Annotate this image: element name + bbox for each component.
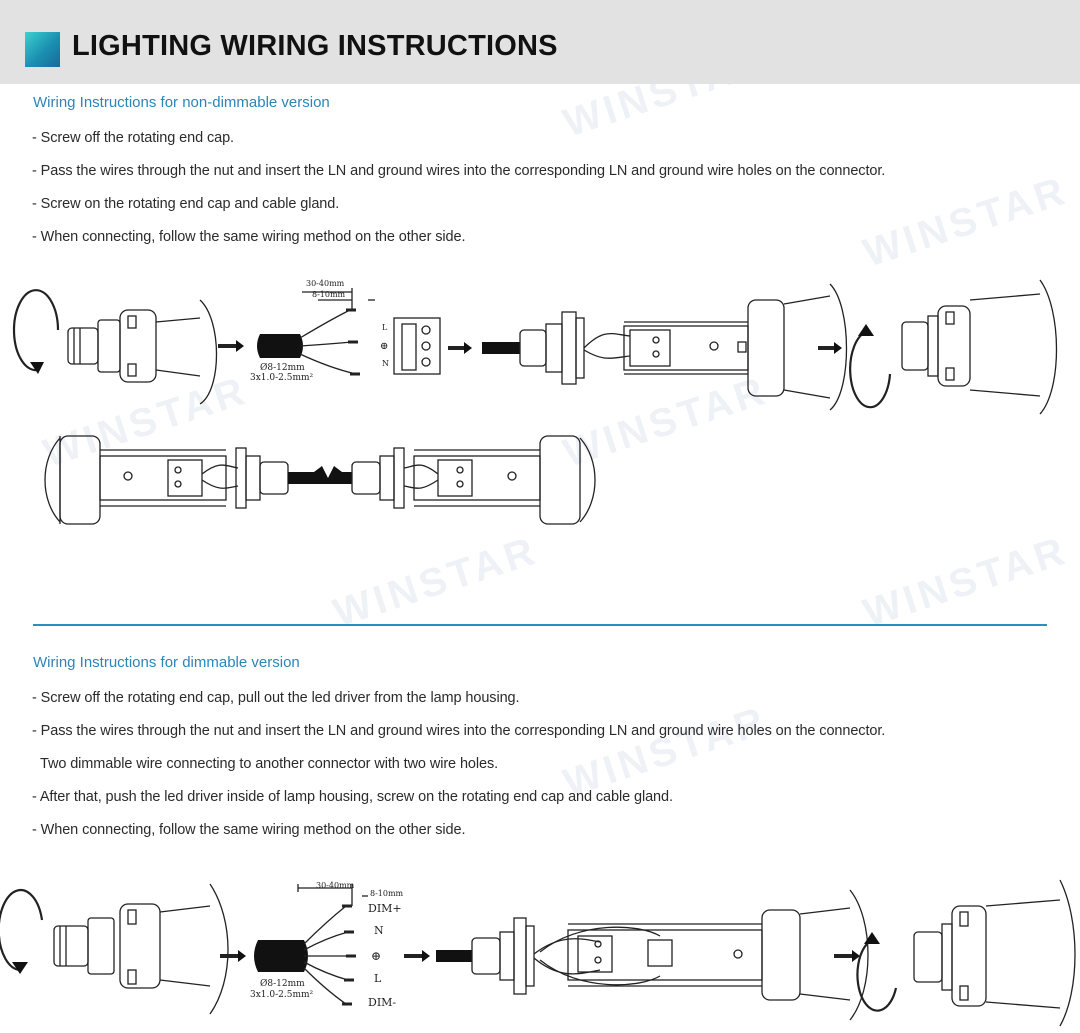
cable-gland-lamp-illustration — [482, 283, 848, 411]
stripped-dim-cable-illustration — [254, 884, 368, 1006]
rotate-cw-icon — [856, 932, 898, 1012]
cable-diameter-label: Ø8-12mm — [260, 362, 305, 373]
rotate-ccw-icon — [0, 888, 44, 974]
closed-end-cap-illustration — [913, 879, 1076, 1027]
section-title-dimmable: Wiring Instructions for dimmable version — [33, 654, 300, 671]
step-text: - When connecting, follow the same wirin… — [32, 229, 466, 245]
ground-symbol-icon: ⊕ — [380, 341, 388, 352]
closed-end-cap-illustration — [901, 279, 1058, 415]
section-divider — [33, 624, 1047, 626]
step-text: - When connecting, follow the same wirin… — [32, 822, 466, 838]
wire-label-dim-minus: DIM- — [368, 996, 396, 1009]
end-cap-illustration — [67, 299, 218, 405]
dimmable-driver-illustration — [436, 889, 869, 1021]
watermark: WINSTAR — [858, 528, 1074, 636]
rotate-cw-icon — [849, 324, 892, 409]
terminal-label-n: N — [382, 359, 389, 368]
header-accent-square — [25, 32, 60, 67]
ground-symbol-icon: ⊕ — [371, 949, 381, 963]
step-text: - Screw on the rotating end cap and cabl… — [32, 196, 340, 212]
dimension-label-strip-end: 8-10mm — [370, 889, 404, 898]
terminal-block-illustration — [393, 317, 441, 375]
wire-label-n: N — [374, 924, 384, 937]
watermark: WINSTAR — [858, 168, 1074, 276]
terminal-label-l: L — [382, 323, 388, 332]
page-title: LIGHTING WIRING INSTRUCTIONS — [72, 30, 558, 62]
section-title-non-dimmable: Wiring Instructions for non-dimmable ver… — [33, 94, 330, 111]
step-text: - Screw off the rotating end cap. — [32, 130, 234, 146]
cable-diameter-label: Ø8-12mm — [260, 978, 305, 989]
page-header: LIGHTING WIRING INSTRUCTIONS — [0, 0, 1080, 84]
step-text: - Pass the wires through the nut and ins… — [32, 163, 886, 179]
wire-label-dim-plus: DIM+ — [368, 902, 402, 915]
dimension-label-strip-end: 8-10mm — [312, 290, 346, 299]
step-text: - After that, push the led driver inside… — [32, 789, 673, 805]
wire-label-l: L — [374, 972, 382, 985]
end-cap-illustration — [53, 883, 229, 1015]
non-dimmable-wiring-diagram: 30-40mm 8-10mm Ø8-12mm 3x1.0-2.5mm² L ⊕ … — [12, 279, 1058, 525]
rotate-ccw-icon — [12, 289, 60, 374]
step-text: Two dimmable wire connecting to another … — [40, 756, 499, 772]
dimension-label-strip-length: 30-40mm — [306, 279, 345, 288]
watermark: WINSTAR — [328, 528, 544, 636]
stripped-cable-illustration — [257, 288, 375, 376]
dimension-label-strip-length: 30-40mm — [316, 881, 355, 890]
wire-spec-label: 3x1.0-2.5mm² — [250, 990, 314, 1000]
wire-spec-label: 3x1.0-2.5mm² — [250, 373, 314, 383]
lamp-to-lamp-connection-illustration — [44, 435, 596, 525]
step-text: - Screw off the rotating end cap, pull o… — [32, 690, 520, 706]
dimmable-wiring-diagram: 30-40mm 8-10mm Ø8-12mm 3x1.0-2.5mm² DIM+… — [0, 879, 1076, 1027]
step-text: - Pass the wires through the nut and ins… — [32, 723, 886, 739]
